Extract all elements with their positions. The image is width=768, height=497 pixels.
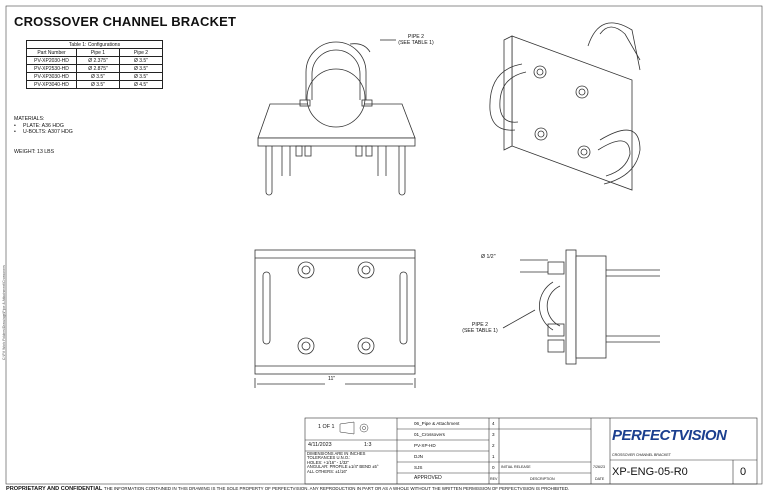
rev-row: 1 [492, 454, 495, 459]
callout-line: (SEE TABLE 1) [462, 328, 498, 334]
callout-line: PIPE 2 [407, 34, 425, 40]
materials-item-text: PLATE: A36 HDG [23, 122, 64, 129]
drawing-date: 4/11/2023 [308, 442, 332, 448]
materials-item: • U-BOLTS: A307 HDG [14, 129, 73, 136]
document-title: CROSSOVER CHANNEL BRACKET [612, 453, 671, 457]
materials-item: • PLATE: A36 HDG [14, 122, 64, 129]
tolerance-line: TOLERANCES U.N.O.: [307, 455, 351, 461]
callout-line: PIPE 2 [471, 322, 489, 328]
col-description: DESCRIPTION [530, 477, 555, 481]
file-path-text: C:\PV Work Folders\Drawings\Pipe & Attac… [2, 265, 6, 360]
checked-by: SJS [414, 465, 423, 470]
ref-product: PV-XP-HD [414, 443, 436, 448]
pipe2-callout-top: PIPE 2 (SEE TABLE 1) [392, 34, 440, 46]
configurations-table: Table 1: Configurations Part Number Pipe… [26, 40, 163, 89]
tolerance-line: HOLES: +1/16" - 1/32" [307, 459, 349, 465]
projection-symbol [339, 421, 369, 435]
width-dimension: 11" [328, 376, 336, 382]
front-view [257, 39, 416, 196]
document-number: XP-ENG-05-R0 [612, 466, 688, 478]
col-rev: REV [490, 477, 498, 481]
col-date: DATE [595, 477, 605, 481]
isometric-view [489, 22, 641, 191]
pipe2-callout-side: PIPE 2 (SEE TABLE 1) [456, 322, 504, 334]
materials-item-text: U-BOLTS: A307 HDG [23, 129, 73, 136]
title-block-grid [304, 417, 758, 485]
tolerance-line: ALL OTHERS: ±1/16" [307, 468, 348, 474]
footer-bold: PROPRIETARY AND CONFIDENTIAL [6, 486, 103, 492]
materials-heading: MATERIALS: [14, 116, 45, 122]
document-revision: 0 [740, 466, 747, 478]
footer-text: THE INFORMATION CONTAINED IN THIS DRAWIN… [103, 486, 570, 491]
sheet-number: 1 OF 1 [318, 424, 335, 430]
rev-row: 3 [492, 432, 495, 437]
top-view [254, 249, 416, 388]
side-view [502, 249, 660, 365]
table-cell: Ø 4.5" [119, 80, 163, 89]
drawing-title: CROSSOVER CHANNEL BRACKET [14, 14, 237, 29]
rev-row: 2 [492, 443, 495, 448]
weight-note: WEIGHT: 13 LBS [14, 149, 55, 155]
tolerance-line: DIMENSIONS ARE IN INCHES [307, 451, 366, 456]
rev-row: 4 [492, 421, 495, 426]
rev-date: 7/26/23 [593, 465, 605, 469]
table-row: PV-XP3040-HD Ø 3.5" Ø 4.5" [26, 80, 163, 89]
company-logo: PERFECTVISION [612, 427, 727, 444]
tolerances: DIMENSIONS ARE IN INCHES TOLERANCES U.N.… [307, 451, 379, 474]
confidentiality-footer: PROPRIETARY AND CONFIDENTIAL THE INFORMA… [6, 486, 569, 492]
tolerance-line: ANGULAR: PROFILE ±1/4" BEND ±5° [307, 464, 379, 470]
ref-category: 06_Pipe & Attachment [414, 421, 460, 426]
rev-row: 0 [492, 465, 495, 470]
drawn-by: DJN [414, 454, 423, 459]
drawing-scale: 1:3 [364, 442, 372, 448]
ref-subcategory: 01_Crossovers [414, 432, 445, 437]
approved-by: APPROVED [414, 475, 442, 481]
rev-description: INITIAL RELEASE [501, 465, 531, 469]
callout-line: (SEE TABLE 1) [398, 40, 434, 46]
materials-section: MATERIALS: • PLATE: A36 HDG • U-BOLTS: A… [14, 116, 73, 136]
diameter-callout: Ø 1/2" [481, 254, 496, 260]
